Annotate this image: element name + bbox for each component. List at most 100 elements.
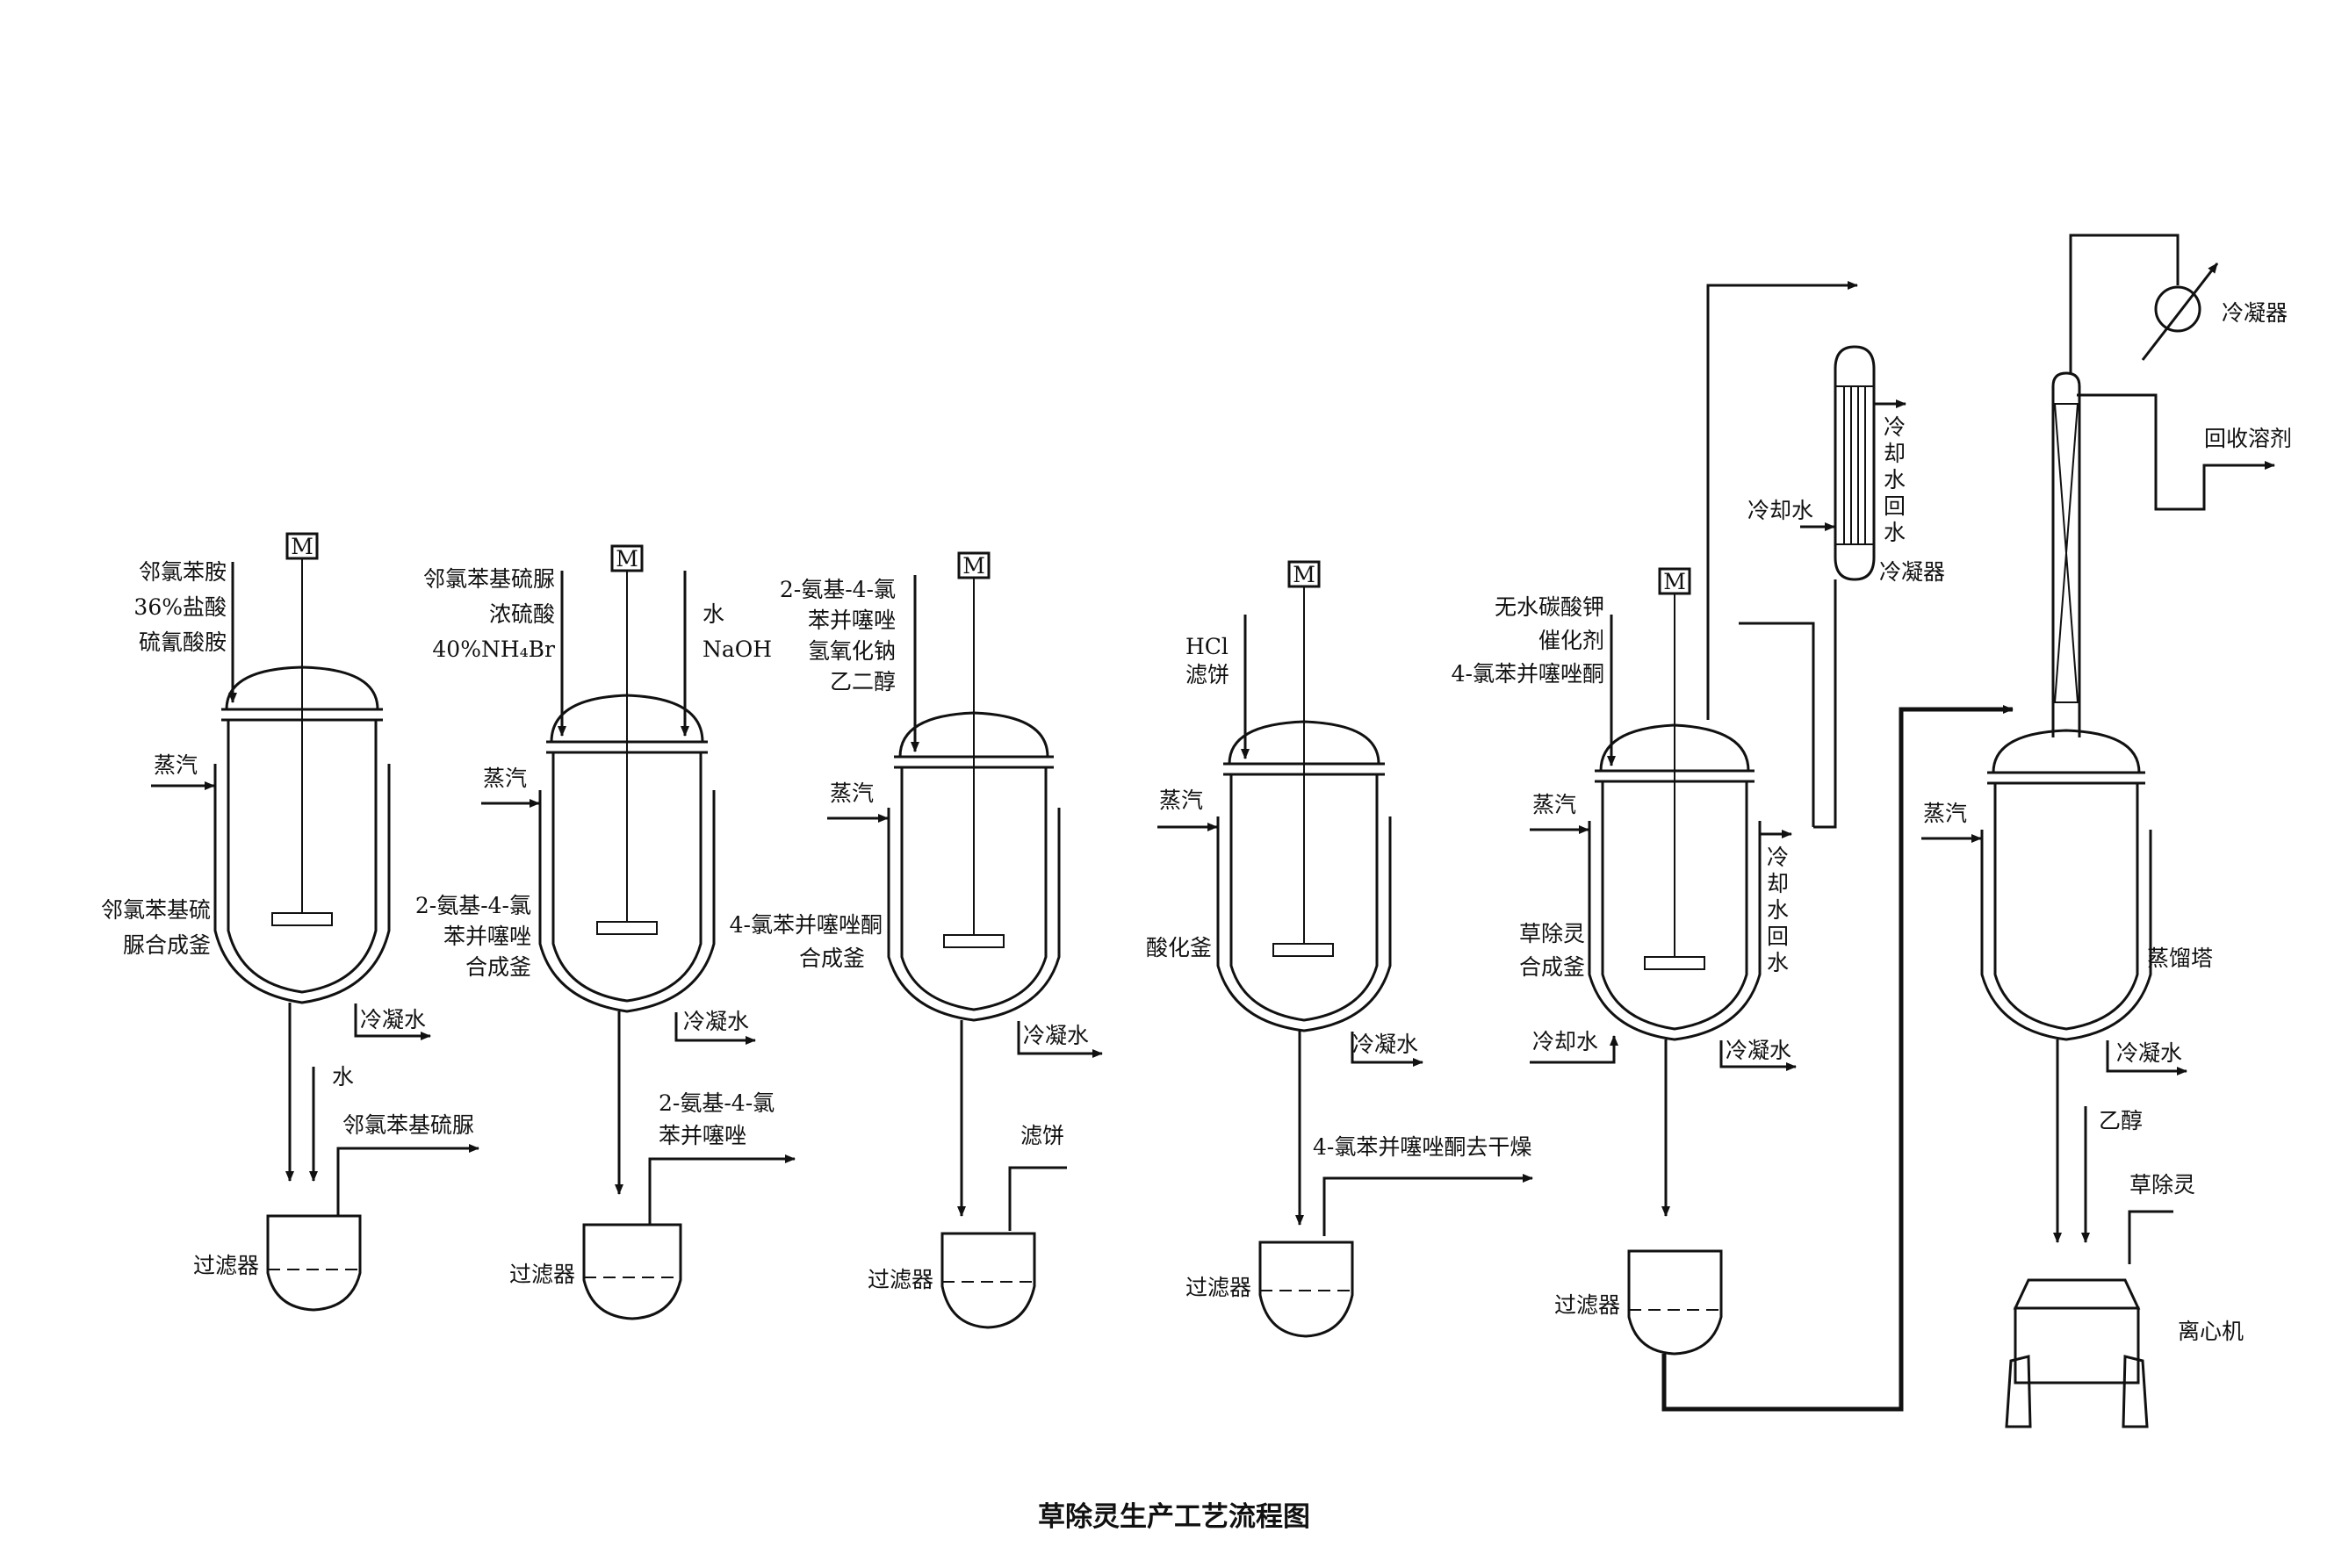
- diagram-title: 草除灵生产工艺流程图: [1038, 1501, 1310, 1533]
- unit-5: M 无水碳酸钾 催化剂 4-氯苯并噻唑酮 蒸汽 草除灵 合成釜 冷 却 水 回: [1452, 281, 2014, 1412]
- cooling-water-return: 冷 却 水 回 水: [1875, 399, 1906, 545]
- product-label: 滤饼: [1020, 1123, 1064, 1148]
- filter-label: 过滤器: [509, 1262, 575, 1287]
- reactor-4-name: 酸化釜: [1146, 935, 1212, 960]
- condenser-label: 冷凝器: [2222, 300, 2288, 326]
- svg-text:HCl: HCl: [1185, 634, 1229, 659]
- product-label: 2-氨基-4-氯: [659, 1090, 775, 1116]
- svg-text:合成釜: 合成釜: [465, 954, 531, 980]
- condensate-label: 冷凝水: [1352, 1032, 1418, 1057]
- product-outlet: [648, 1154, 796, 1225]
- svg-text:合成釜: 合成釜: [1519, 954, 1585, 980]
- condensate-outlet: [674, 1012, 756, 1045]
- centrifuge: [2005, 1278, 2149, 1428]
- svg-text:冷: 冷: [1884, 414, 1906, 440]
- svg-text:滤饼: 滤饼: [1185, 662, 1229, 687]
- reactor-6-name: 蒸馏塔: [2147, 946, 2213, 971]
- svg-text:回: 回: [1884, 493, 1906, 519]
- svg-text:水: 水: [1884, 520, 1906, 545]
- condensate-outlet: [2106, 1040, 2187, 1075]
- condensate-label: 冷凝水: [2116, 1040, 2182, 1066]
- reactor-4-vessel: [1216, 720, 1392, 1032]
- reactor-5-inputs: 无水碳酸钾 催化剂 4-氯苯并噻唑酮: [1452, 594, 1616, 766]
- svg-text:M: M: [291, 534, 313, 559]
- svg-text:催化剂: 催化剂: [1538, 628, 1604, 653]
- svg-text:苯并噻唑: 苯并噻唑: [808, 608, 896, 633]
- reactor-2-name: 2-氨基-4-氯 苯并噻唑 合成釜: [415, 893, 531, 980]
- condenser-return-line: [1813, 579, 1837, 829]
- svg-text:M: M: [1293, 562, 1315, 587]
- product-outlet: [2128, 1210, 2173, 1264]
- motor-icon: M: [610, 544, 644, 572]
- reactor-4-inputs: HCl 滤饼: [1185, 615, 1250, 759]
- svg-text:乙二醇: 乙二醇: [830, 669, 896, 694]
- steam-label: 蒸汽: [830, 780, 874, 806]
- unit-2: M 邻氯苯基硫脲 浓硫酸 40%NH₄Br 水 NaOH 蒸汽 2-氨基-4-氯…: [415, 544, 796, 1320]
- reactor-3-inputs: 2-氨基-4-氯 苯并噻唑 氢氧化钠 乙二醇: [780, 575, 919, 752]
- condensate-label: 冷凝水: [1023, 1023, 1089, 1048]
- svg-text:浓硫酸: 浓硫酸: [489, 601, 555, 627]
- vapor-line: [2069, 234, 2180, 373]
- unit-3: M 2-氨基-4-氯 苯并噻唑 氢氧化钠 乙二醇 蒸汽 4-氯苯并噻唑酮 合成釜…: [730, 551, 1103, 1329]
- svg-text:4-氯苯并噻唑酮: 4-氯苯并噻唑酮: [730, 912, 883, 938]
- svg-text:回: 回: [1767, 924, 1789, 949]
- steam-label: 蒸汽: [483, 766, 527, 791]
- reactor-2-vessel: [538, 694, 716, 1013]
- product-label: 苯并噻唑: [659, 1123, 746, 1148]
- filter-label: 过滤器: [1554, 1292, 1620, 1318]
- svg-text:2-氨基-4-氯: 2-氨基-4-氯: [780, 577, 896, 602]
- svg-text:却: 却: [1767, 871, 1789, 896]
- reactor-6-vessel: [1980, 729, 2152, 1041]
- condenser-label: 冷凝器: [1879, 559, 1945, 585]
- condensate-outlet: [1351, 1032, 1423, 1067]
- cooling-water-inlet: [1530, 1035, 1618, 1064]
- steam-label: 蒸汽: [1159, 788, 1203, 813]
- reactor-2-inputs: 邻氯苯基硫脲 浓硫酸 40%NH₄Br 水 NaOH: [423, 566, 772, 737]
- filter-3: [940, 1232, 1036, 1329]
- filter-label: 过滤器: [1185, 1275, 1251, 1300]
- svg-text:脲合成釜: 脲合成釜: [123, 932, 211, 958]
- vapor-line: [1706, 281, 1858, 720]
- cooling-water-label: 冷却水: [1532, 1029, 1598, 1054]
- svg-text:苯并噻唑: 苯并噻唑: [443, 924, 531, 949]
- distillation-column: [2051, 371, 2081, 737]
- svg-text:邻氯苯胺: 邻氯苯胺: [139, 559, 227, 585]
- product-label: 邻氯苯基硫脲: [342, 1112, 474, 1138]
- recovered-solvent-label: 回收溶剂: [2204, 426, 2292, 451]
- motor-icon: M: [957, 551, 991, 579]
- reactor-3-name: 4-氯苯并噻唑酮 合成釜: [730, 912, 883, 971]
- reactor-5-vessel: [1588, 723, 1762, 1041]
- product-label: 草除灵: [2129, 1172, 2195, 1198]
- svg-text:M: M: [962, 553, 985, 579]
- ethanol-label: 乙醇: [2099, 1108, 2143, 1133]
- motor-icon: M: [1658, 567, 1691, 595]
- condensate-label: 冷凝水: [683, 1009, 749, 1034]
- jacket-cooling-return: 冷 却 水 回 水: [1761, 830, 1792, 975]
- unit-1: M 邻氯苯胺 36%盐酸 硫氰酸胺 蒸汽 邻氯苯基硫 脲合成釜 冷凝水 水 邻氯: [101, 532, 479, 1312]
- reactor-3-vessel: [887, 711, 1061, 1022]
- condenser-1: 冷凝器 冷却水 冷 却 水 回 水: [1747, 345, 1945, 585]
- svg-text:合成釜: 合成釜: [799, 946, 865, 971]
- svg-text:氢氧化钠: 氢氧化钠: [808, 638, 896, 664]
- filter-label: 过滤器: [868, 1267, 933, 1292]
- reflux-line: [1739, 622, 1815, 827]
- svg-text:水: 水: [1767, 950, 1789, 975]
- filter-2: [582, 1223, 682, 1320]
- svg-text:硫氰酸胺: 硫氰酸胺: [139, 629, 227, 655]
- filter-1: [266, 1214, 362, 1312]
- steam-label: 蒸汽: [1532, 792, 1576, 817]
- motor-icon: M: [1287, 560, 1321, 588]
- svg-text:水: 水: [1884, 467, 1906, 493]
- svg-text:M: M: [1663, 569, 1686, 594]
- product-outlet: [1008, 1166, 1067, 1231]
- svg-text:冷: 冷: [1767, 845, 1789, 870]
- filter-4: [1258, 1241, 1354, 1338]
- condensate-label: 冷凝水: [1726, 1038, 1791, 1063]
- motor-icon: M: [285, 532, 319, 560]
- condensate-outlet: [354, 1003, 431, 1040]
- svg-text:草除灵: 草除灵: [1519, 921, 1585, 946]
- reactor-1-inputs: 邻氯苯胺 36%盐酸 硫氰酸胺: [133, 559, 237, 703]
- filter-5: [1627, 1249, 1723, 1356]
- svg-text:无水碳酸钾: 无水碳酸钾: [1495, 594, 1604, 620]
